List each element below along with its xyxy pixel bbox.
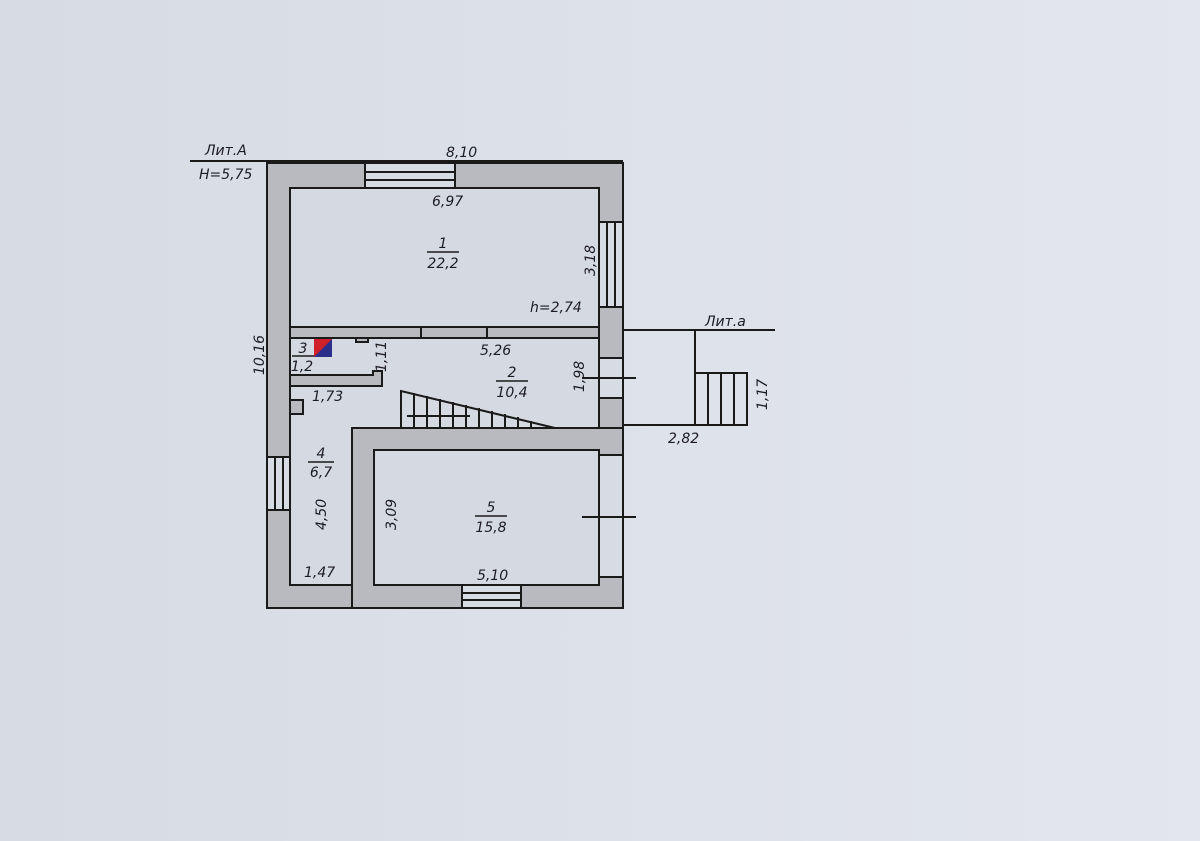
room-number: 2 xyxy=(508,365,517,381)
dim-overall-width: 8,10 xyxy=(446,145,477,161)
liter-a-label: Лит.А xyxy=(204,143,247,159)
ceiling-height: h=2,74 xyxy=(530,300,582,316)
window-right xyxy=(598,221,624,308)
room-number: 1 xyxy=(439,236,448,252)
room-area: 6,7 xyxy=(310,465,332,481)
dim-annex-width: 2,82 xyxy=(668,431,699,447)
room-5 xyxy=(373,449,600,586)
room-1 xyxy=(289,187,600,328)
dim-annex-depth: 1,17 xyxy=(755,379,771,410)
dim-room1-width: 6,97 xyxy=(432,194,463,210)
boiler-icon xyxy=(314,339,332,357)
room-1-label: 1 22,2 xyxy=(427,236,459,272)
dim-room4-width: 1,47 xyxy=(304,565,335,581)
room-4-label: 4 6,7 xyxy=(308,446,334,481)
door-right-room5 xyxy=(582,454,636,578)
door-right-hall xyxy=(582,357,636,399)
partition-wall-left xyxy=(289,326,422,339)
dim-closet-width: 1,73 xyxy=(312,389,343,405)
wall-stub xyxy=(289,399,304,415)
liter-a-height: H=5,75 xyxy=(199,167,253,183)
window-left xyxy=(266,456,291,511)
dim-room4-length: 4,50 xyxy=(314,499,330,530)
dim-room1-depth: 3,18 xyxy=(583,245,599,276)
dim-room5-depth: 3,09 xyxy=(384,499,400,530)
liter-b-label: Лит.а xyxy=(704,314,746,330)
room-area: 1,2 xyxy=(291,359,313,375)
dim-room5-width: 5,10 xyxy=(477,568,508,584)
room-area: 10,4 xyxy=(496,385,527,401)
window-top xyxy=(364,162,456,189)
dim-hall-width: 5,26 xyxy=(480,343,511,359)
room-number: 5 xyxy=(487,500,496,516)
staircase xyxy=(400,389,556,429)
dim-closet-depth: 1,11 xyxy=(374,341,390,372)
room-number: 4 xyxy=(317,446,326,462)
window-bottom xyxy=(461,584,522,609)
room-2-label: 2 10,4 xyxy=(496,365,528,401)
room-3-label: 3 1,2 xyxy=(291,341,314,375)
room-5-label: 5 15,8 xyxy=(475,500,507,536)
closet-door-stub xyxy=(355,337,369,343)
annex-lit-a xyxy=(623,329,775,426)
room-area: 15,8 xyxy=(475,520,506,536)
dim-hall-depth: 1,98 xyxy=(572,361,588,392)
dim-overall-length: 10,16 xyxy=(252,335,268,375)
room-area: 22,2 xyxy=(427,256,458,272)
partition-wall-right xyxy=(486,326,600,339)
room-number: 3 xyxy=(299,341,308,357)
closet-wall xyxy=(289,370,383,387)
